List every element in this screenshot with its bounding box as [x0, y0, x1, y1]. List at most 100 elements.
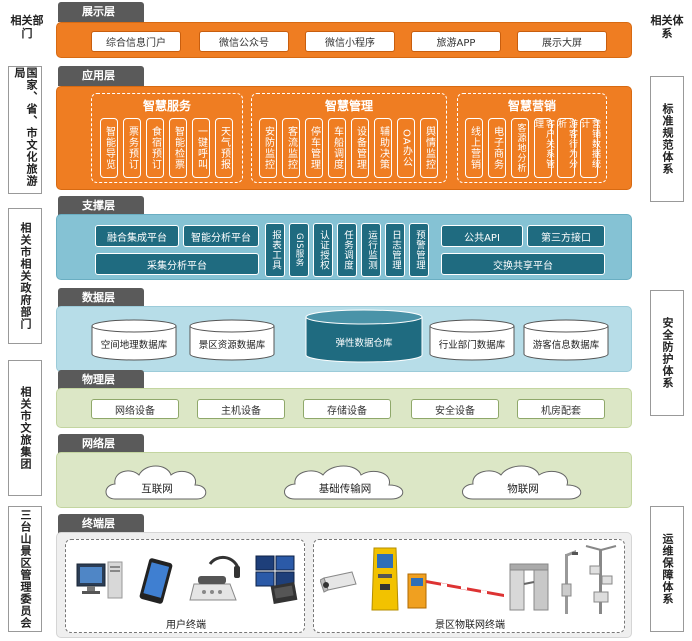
left-box-culture-bureau: 国家、省、市文化旅游局 [8, 66, 42, 194]
network-layer-tab: 网络层 [58, 434, 144, 454]
right-box-standards: 标准规范体系 [650, 76, 684, 202]
database-icon [429, 319, 515, 361]
support-item-public-api: 公共API [441, 225, 523, 247]
user-terminal-caption: 用户终端 [166, 620, 206, 631]
support-mid-label: 认证授权 [318, 230, 329, 270]
cloud-icon [105, 465, 207, 500]
app-item: 设备管理 [351, 118, 369, 178]
app-item-label: 停车管理 [308, 126, 320, 170]
user-terminal-group: 用户终端 [65, 539, 305, 633]
support-mid-item: GIS服务 [289, 223, 309, 277]
app-item: 智能检票 [169, 118, 187, 178]
physical-item-network: 网络设备 [91, 399, 179, 419]
group-title: 智慧管理 [324, 99, 373, 113]
app-item: 游客行为分析 [556, 118, 577, 178]
app-item: 智能导览 [100, 118, 118, 178]
right-header: 相关体系 [650, 14, 684, 40]
support-item-third-party: 第三方接口 [527, 225, 605, 247]
physical-item-storage: 存储设备 [303, 399, 391, 419]
app-item: 舆情监控 [420, 118, 438, 178]
display-screen-icon [255, 555, 298, 604]
app-item-label: 安防监控 [262, 126, 274, 170]
terminal-layer: 用户终端 [56, 532, 632, 638]
support-mid-item: 日志管理 [385, 223, 405, 277]
app-item-label: 客户关系管理 [533, 119, 554, 169]
cloud-icon [462, 465, 582, 500]
right-box-operations: 运维保障体系 [650, 506, 684, 632]
left-box-management-committee: 三台山景区管理委员会 [8, 506, 42, 632]
app-item-label: 舆情监控 [423, 126, 435, 170]
app-item: 一键呼叫 [192, 118, 210, 178]
cloud-label: 基础传输网 [318, 483, 372, 495]
display-item-app: 旅游APP [411, 31, 501, 52]
app-item-label: 智能检票 [172, 126, 184, 170]
app-item-label: 客流监控 [285, 126, 297, 170]
app-item: 营销数据统计 [579, 118, 600, 178]
physical-layer: 网络设备 主机设备 存储设备 安全设备 机房配套 [56, 388, 632, 428]
display-item-big-screen: 展示大屏 [517, 31, 607, 52]
app-item-label: 一键呼叫 [195, 126, 207, 170]
db-label: 游客信息数据库 [532, 340, 600, 351]
iot-terminal-caption: 景区物联网终端 [435, 620, 505, 631]
database-icon [91, 319, 177, 361]
app-item: OA办公 [397, 118, 415, 178]
support-mid-label: 预警管理 [414, 230, 425, 270]
app-item: 客户关系管理 [533, 118, 554, 178]
app-item: 线上营销 [465, 118, 483, 178]
left-box-tourism-group: 相关市文旅集团 [8, 360, 42, 496]
display-layer: 综合信息门户 微信公众号 微信小程序 旅游APP 展示大屏 [56, 22, 632, 58]
support-item-exchange-platform: 交换共享平台 [441, 253, 605, 275]
display-item-wechat-account: 微信公众号 [199, 31, 289, 52]
app-item: 停车管理 [305, 118, 323, 178]
sensor-pole-icon [585, 545, 617, 614]
cloud-label: 物联网 [507, 483, 539, 495]
app-item-label: 客源地分析 [515, 123, 526, 173]
cloud-label: 互联网 [141, 483, 173, 495]
app-item-label: OA办公 [400, 128, 412, 168]
physical-item-machine-room: 机房配套 [517, 399, 605, 419]
app-item: 安防监控 [259, 118, 277, 178]
app-item: 电子商务 [488, 118, 506, 178]
terminal-layer-tab: 终端层 [58, 514, 144, 534]
app-item: 客源地分析 [511, 118, 529, 178]
data-layer-tab: 数据层 [58, 288, 144, 308]
display-item-portal: 综合信息门户 [91, 31, 181, 52]
app-item-label: 营销数据统计 [579, 119, 600, 169]
physical-layer-tab: 物理层 [58, 370, 144, 390]
db-label: 空间地理数据库 [100, 340, 168, 351]
support-mid-label: 运行监测 [366, 230, 377, 270]
database-icon-elastic [305, 309, 423, 363]
support-mid-item: 报表工具 [265, 223, 285, 277]
app-item: 辅助决策 [374, 118, 392, 178]
turnstile-icon [509, 563, 549, 611]
right-box-label: 运维保障体系 [661, 533, 674, 605]
data-layer: 空间地理数据库 景区资源数据库 弹性数据仓库 行业部门数据库 游客信息数据库 [56, 306, 632, 372]
left-box-label: 相关市文旅集团 [19, 386, 32, 470]
support-item-fusion-platform: 融合集成平台 [95, 225, 179, 247]
group-smart-marketing: 智慧营销 线上营销 电子商务 客源地分析 客户关系管理 游客行为分析 营销数据统… [457, 93, 607, 183]
display-item-mini-program: 微信小程序 [305, 31, 395, 52]
smartphone-icon [139, 558, 173, 604]
app-item-label: 电子商务 [491, 126, 503, 170]
display-layer-tab: 展示层 [58, 2, 144, 22]
application-layer-tab: 应用层 [58, 66, 144, 86]
left-header: 相关部门 [10, 14, 44, 40]
support-mid-label: 报表工具 [270, 230, 281, 270]
db-label: 行业部门数据库 [438, 340, 506, 351]
ticket-kiosk-icon [371, 547, 399, 611]
security-camera-icon [320, 571, 357, 593]
cloud-icon [284, 465, 404, 500]
app-item: 客流监控 [282, 118, 300, 178]
database-icon [189, 319, 275, 361]
smart-lamp-icon [561, 550, 578, 614]
support-item-collection-platform: 采集分析平台 [95, 253, 259, 275]
iot-terminal-group: 景区物联网终端 [313, 539, 625, 633]
group-title: 智慧服务 [142, 99, 191, 113]
left-box-gov-departments: 相关市相关政府部门 [8, 208, 42, 344]
app-item-label: 设备管理 [354, 126, 366, 170]
app-item-label: 辅助决策 [377, 126, 389, 170]
right-box-label: 安全防护体系 [661, 317, 674, 389]
barrier-gate-icon [407, 573, 504, 609]
support-mid-label: GIS服务 [294, 233, 304, 267]
application-layer: 智慧服务 智能导览 票务预订 食宿预订 智能检票 一键呼叫 天气预报 智慧管理 … [56, 86, 632, 190]
